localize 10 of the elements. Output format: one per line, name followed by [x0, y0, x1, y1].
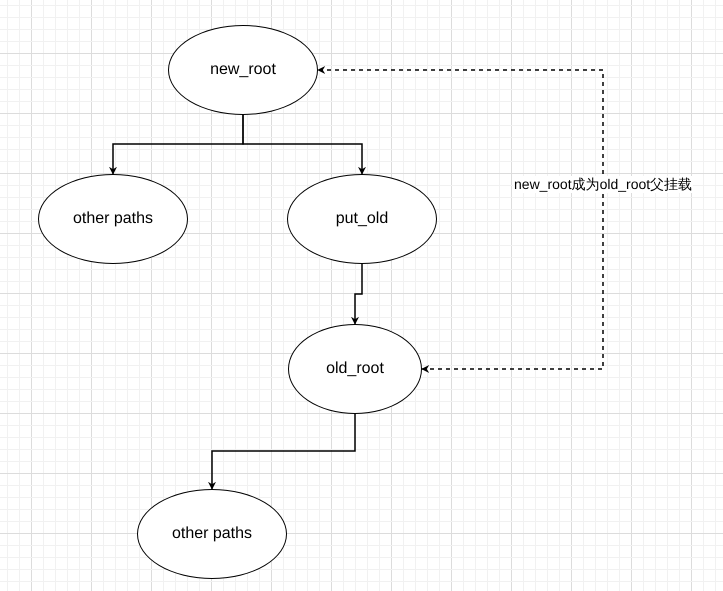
ellipse-node: other paths [38, 174, 188, 264]
arrow [317, 66, 604, 373]
ellipse-node: other paths [137, 489, 287, 579]
ellipse-node: put_old [287, 174, 437, 264]
arrow [208, 414, 356, 490]
arrow [351, 264, 363, 325]
arrow [242, 115, 366, 175]
ellipse-node: new_root [168, 25, 318, 115]
edge-label: new_root成为old_root父挂载 [513, 176, 694, 192]
ellipse-node: old_root [288, 324, 422, 414]
